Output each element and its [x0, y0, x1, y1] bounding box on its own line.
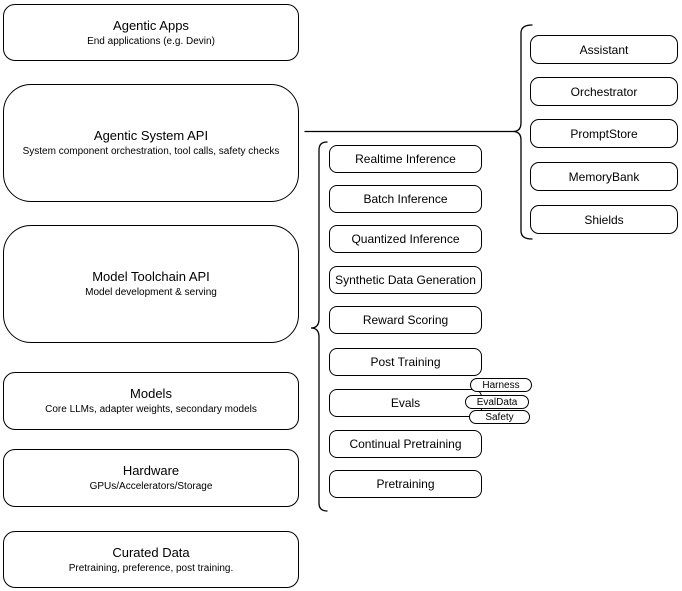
- node-quantized-inference: Quantized Inference: [329, 225, 482, 253]
- node-shields: Shields: [530, 205, 678, 234]
- node-post-training: Post Training: [329, 348, 482, 376]
- tag-harness: Harness: [470, 378, 532, 392]
- node-model-toolchain-api: Model Toolchain API Model development & …: [3, 225, 299, 343]
- node-hardware: Hardware GPUs/Accelerators/Storage: [3, 449, 299, 507]
- node-models: Models Core LLMs, adapter weights, secon…: [3, 372, 299, 430]
- node-reward-scoring: Reward Scoring: [329, 306, 482, 334]
- node-pretraining: Pretraining: [329, 470, 482, 498]
- node-title: Models: [130, 386, 172, 401]
- brace-toolchain: [310, 141, 328, 512]
- node-promptstore: PromptStore: [530, 119, 678, 148]
- node-orchestrator: Orchestrator: [530, 77, 678, 106]
- tag-safety: Safety: [469, 410, 530, 424]
- node-agentic-apps: Agentic Apps End applications (e.g. Devi…: [3, 4, 299, 61]
- node-title: Agentic Apps: [113, 17, 189, 33]
- node-subtitle: System component orchestration, tool cal…: [22, 146, 280, 157]
- tag-evaldata: EvalData: [465, 395, 529, 409]
- node-realtime-inference: Realtime Inference: [329, 145, 482, 173]
- node-curated-data: Curated Data Pretraining, preference, po…: [3, 531, 299, 588]
- node-agentic-system-api: Agentic System API System component orch…: [3, 84, 299, 202]
- node-synthetic-data-generation: Synthetic Data Generation: [329, 266, 482, 294]
- node-assistant: Assistant: [530, 35, 678, 64]
- node-subtitle: GPUs/Accelerators/Storage: [89, 481, 213, 492]
- node-title: Model Toolchain API: [92, 269, 210, 284]
- node-subtitle: Model development & serving: [85, 287, 217, 298]
- node-evals: Evals: [329, 389, 482, 417]
- node-subtitle: End applications (e.g. Devin): [87, 35, 215, 47]
- node-subtitle: Pretraining, preference, post training.: [68, 562, 234, 574]
- node-title: Curated Data: [112, 544, 190, 560]
- node-batch-inference: Batch Inference: [329, 185, 482, 213]
- node-title: Hardware: [122, 463, 180, 478]
- node-subtitle: Core LLMs, adapter weights, secondary mo…: [45, 404, 257, 415]
- node-memorybank: MemoryBank: [530, 162, 678, 191]
- node-title: Agentic System API: [93, 128, 209, 143]
- node-continual-pretraining: Continual Pretraining: [329, 430, 482, 458]
